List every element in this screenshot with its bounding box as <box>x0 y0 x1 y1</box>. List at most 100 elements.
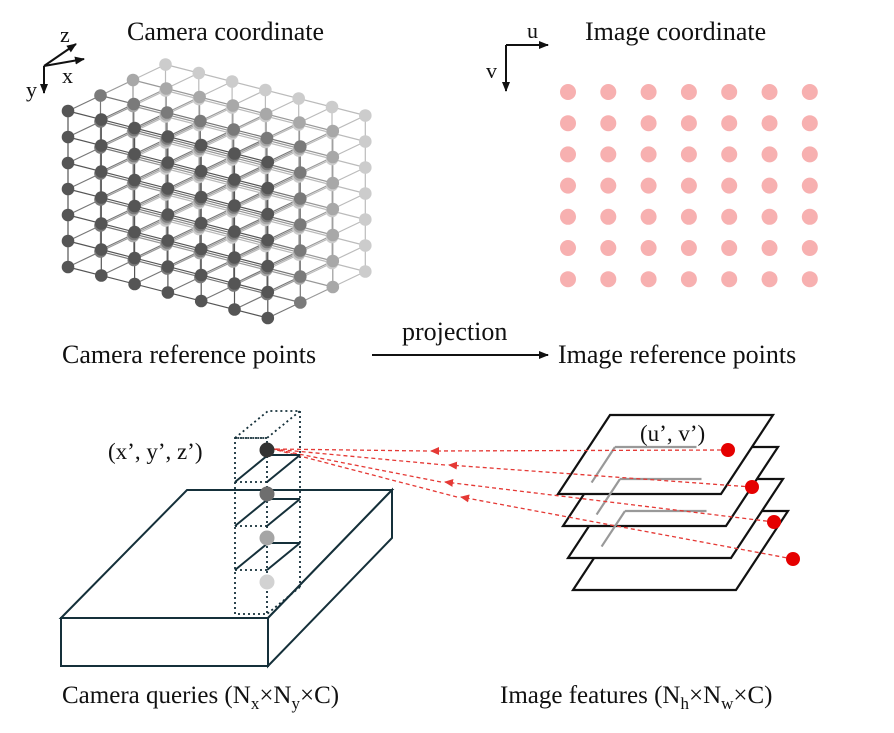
camera-queries-suffix: ×C) <box>300 682 339 709</box>
pillar-query-point <box>259 442 275 458</box>
pillar-cell-edge <box>234 454 269 483</box>
image-reference-point <box>680 115 697 132</box>
image-features-sub-w: w <box>721 694 734 713</box>
camera-reference-point <box>226 99 240 112</box>
image-reference-point <box>721 115 738 132</box>
camera-reference-point <box>261 155 275 169</box>
pillar-query-point <box>259 486 275 502</box>
block-front-face <box>60 617 269 667</box>
camera-reference-point <box>260 131 274 145</box>
camera-reference-point <box>193 90 206 104</box>
point-2d-label: (u’, v’) <box>640 421 705 446</box>
camera-reference-point <box>161 156 175 169</box>
camera-reference-point <box>159 58 172 71</box>
camera-reference-point <box>95 113 108 126</box>
camera-reference-point <box>261 311 275 325</box>
camera-reference-point <box>161 182 175 195</box>
camera-reference-point <box>326 124 340 138</box>
camera-reference-point <box>194 242 208 256</box>
camera-reference-point <box>161 234 175 247</box>
image-reference-point <box>560 177 576 194</box>
image-features-sub-h: h <box>680 694 689 713</box>
image-feature-point <box>767 515 781 529</box>
camera-queries-caption: Camera queries (Nx×Ny×C) <box>62 682 339 713</box>
camera-reference-point <box>359 213 372 226</box>
camera-queries-prefix: Camera queries (N <box>62 682 251 709</box>
image-reference-point <box>801 208 818 225</box>
image-reference-point <box>680 146 697 163</box>
image-reference-point <box>640 84 657 100</box>
camera-reference-point <box>128 199 141 213</box>
image-feature-point <box>786 552 800 566</box>
camera-query-block <box>58 487 395 669</box>
image-reference-point <box>680 240 697 256</box>
camera-reference-grid <box>61 58 372 325</box>
camera-queries-sub-y: y <box>291 694 300 713</box>
camera-reference-point <box>359 265 372 278</box>
camera-reference-point <box>95 191 108 204</box>
camera-reference-point <box>326 176 340 190</box>
camera-reference-point <box>294 140 307 153</box>
image-reference-point <box>680 271 697 288</box>
image-feature-point <box>721 443 735 457</box>
projection-line-to-query <box>272 448 442 483</box>
projection-line-to-image <box>460 494 794 560</box>
camera-reference-point <box>61 130 75 144</box>
image-feature-point <box>745 480 759 494</box>
camera-coordinate-title: Camera coordinate <box>127 17 324 46</box>
image-reference-point <box>600 84 617 100</box>
camera-reference-point <box>227 123 240 136</box>
projection-line-to-image <box>444 478 775 523</box>
camera-reference-point <box>126 73 140 87</box>
camera-reference-point <box>161 208 175 221</box>
camera-reference-point <box>228 277 241 290</box>
pillar-bottom-edge <box>266 586 301 615</box>
camera-reference-point <box>228 251 241 264</box>
camera-reference-point <box>326 280 340 294</box>
camera-reference-point <box>61 156 75 170</box>
camera-reference-point <box>326 228 340 242</box>
camera-reference-point <box>359 161 372 174</box>
camera-reference-point <box>128 121 141 135</box>
camera-axis-x-arrow <box>43 56 85 67</box>
camera-reference-point <box>228 199 241 212</box>
camera-reference-point <box>228 303 241 316</box>
pillar-cell-edge <box>234 542 269 571</box>
point-3d-label: (x’, y’, z’) <box>108 439 203 464</box>
camera-reference-point <box>194 294 208 308</box>
image-reference-point <box>560 271 576 288</box>
camera-reference-point <box>95 243 108 256</box>
camera-axis-z-arrow <box>43 43 77 67</box>
image-reference-point <box>761 240 778 256</box>
camera-reference-point <box>325 100 339 114</box>
image-coordinate-title: Image coordinate <box>585 17 766 46</box>
camera-reference-point <box>61 182 75 196</box>
camera-reference-point <box>326 254 340 268</box>
image-reference-point <box>761 177 778 194</box>
camera-reference-point <box>261 181 275 195</box>
camera-reference-point <box>61 104 75 118</box>
camera-axis-x-label: x <box>62 63 73 88</box>
camera-reference-point <box>194 216 208 230</box>
camera-reference-point <box>359 239 372 252</box>
image-axes: u v <box>486 18 549 92</box>
camera-reference-point <box>61 260 75 274</box>
camera-reference-point <box>95 217 108 230</box>
camera-reference-point <box>326 150 340 164</box>
camera-reference-point <box>326 202 340 216</box>
camera-reference-point <box>261 285 275 299</box>
camera-reference-point <box>194 164 208 178</box>
image-reference-point <box>600 115 617 132</box>
camera-reference-point <box>294 218 307 231</box>
image-reference-point <box>801 177 818 194</box>
camera-reference-point <box>94 89 107 102</box>
feature-plane-hidden-edge <box>595 478 621 516</box>
image-reference-point <box>560 208 576 225</box>
image-reference-point <box>560 240 576 256</box>
camera-reference-point <box>194 268 208 282</box>
image-reference-point <box>600 146 617 163</box>
image-axis-u-label: u <box>527 18 538 43</box>
image-reference-point <box>680 84 697 100</box>
camera-reference-point <box>194 190 208 204</box>
